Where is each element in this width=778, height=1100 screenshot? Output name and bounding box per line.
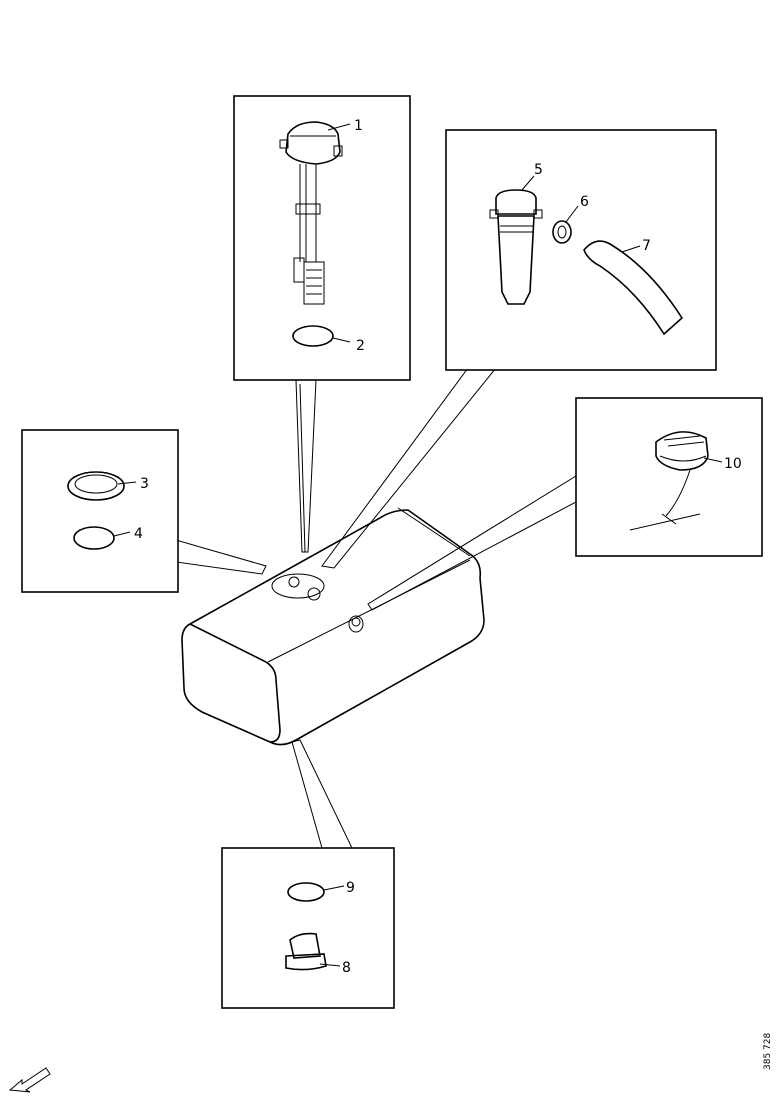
callout-7: 7 — [642, 238, 651, 254]
level-sender-unit — [279, 121, 343, 305]
leader-cap — [367, 475, 577, 611]
reference-number: 385 728 — [763, 1033, 773, 1070]
sender-o-ring — [292, 325, 334, 347]
arrow-icon — [8, 1067, 51, 1093]
callout-leaders — [113, 123, 723, 967]
detail-box-cap — [575, 397, 763, 557]
detail-box-drain — [221, 847, 395, 1009]
callout-2: 2 — [356, 338, 365, 354]
leader-left — [175, 539, 267, 575]
callout-10: 10 — [724, 456, 742, 472]
lock-ring — [67, 471, 125, 501]
fuel-hose — [583, 240, 684, 336]
callout-1: 1 — [354, 118, 363, 134]
filler-cap — [629, 431, 709, 531]
filler-neck — [489, 189, 543, 305]
callout-8: 8 — [342, 960, 351, 976]
leader-filler — [321, 367, 498, 569]
leader-sender — [295, 379, 317, 553]
drain-o-ring — [287, 882, 325, 902]
detail-box-filler — [445, 129, 717, 371]
callout-6: 6 — [580, 194, 589, 210]
drain-plug — [285, 932, 327, 971]
seal-ring — [73, 526, 115, 550]
callout-5: 5 — [534, 162, 543, 178]
tank-sender-port — [271, 573, 325, 599]
detail-box-sender — [233, 95, 411, 381]
callout-labels: 1 2 3 4 5 6 7 10 9 8 — [134, 118, 742, 976]
leader-drain — [291, 739, 353, 849]
callout-9: 9 — [346, 880, 355, 896]
tank-filler-port — [348, 615, 364, 633]
callout-3: 3 — [140, 476, 149, 492]
fuel-tank — [181, 507, 485, 746]
callout-4: 4 — [134, 526, 143, 542]
detail-box-left — [21, 429, 179, 593]
hose-clamp — [552, 220, 572, 244]
